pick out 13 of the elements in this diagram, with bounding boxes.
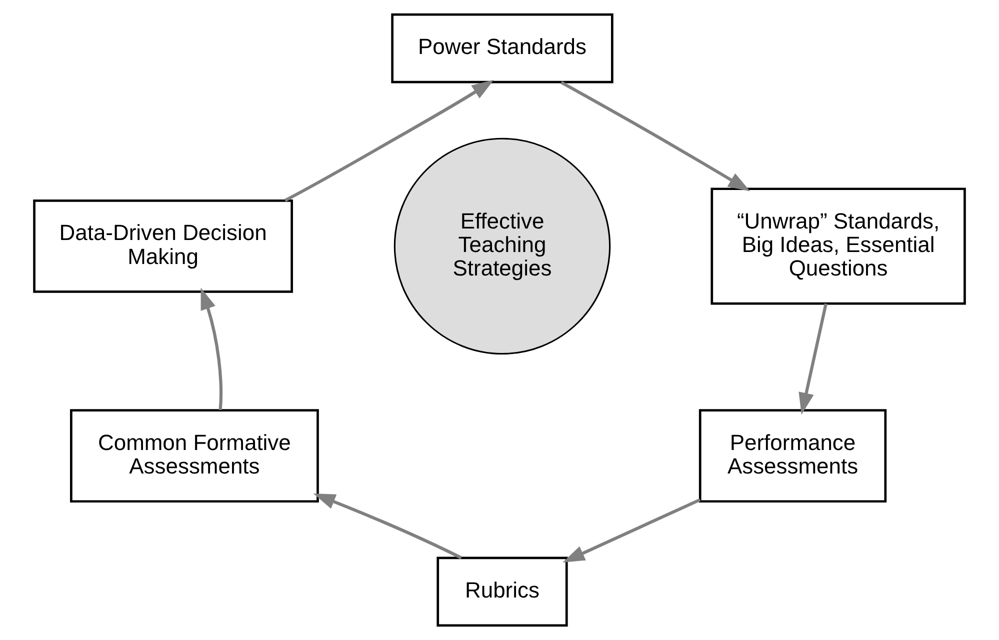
arrow <box>284 80 494 202</box>
node-circle: Effective Teaching Strategies <box>394 138 611 355</box>
node-box: Rubrics <box>436 556 568 627</box>
node-box: “Unwrap” Standards, Big Ideas, Essential Questions <box>710 188 966 305</box>
node-box: Power Standards <box>391 13 614 84</box>
arrow <box>798 303 828 415</box>
arrow <box>200 288 223 410</box>
arrow <box>562 498 701 562</box>
arrow <box>313 494 462 560</box>
arrow <box>560 81 750 192</box>
node-box: Data-Driven Decision Making <box>33 199 293 293</box>
node-box: Common Formative Assessments <box>70 409 319 503</box>
node-box: Performance Assessments <box>698 409 887 503</box>
